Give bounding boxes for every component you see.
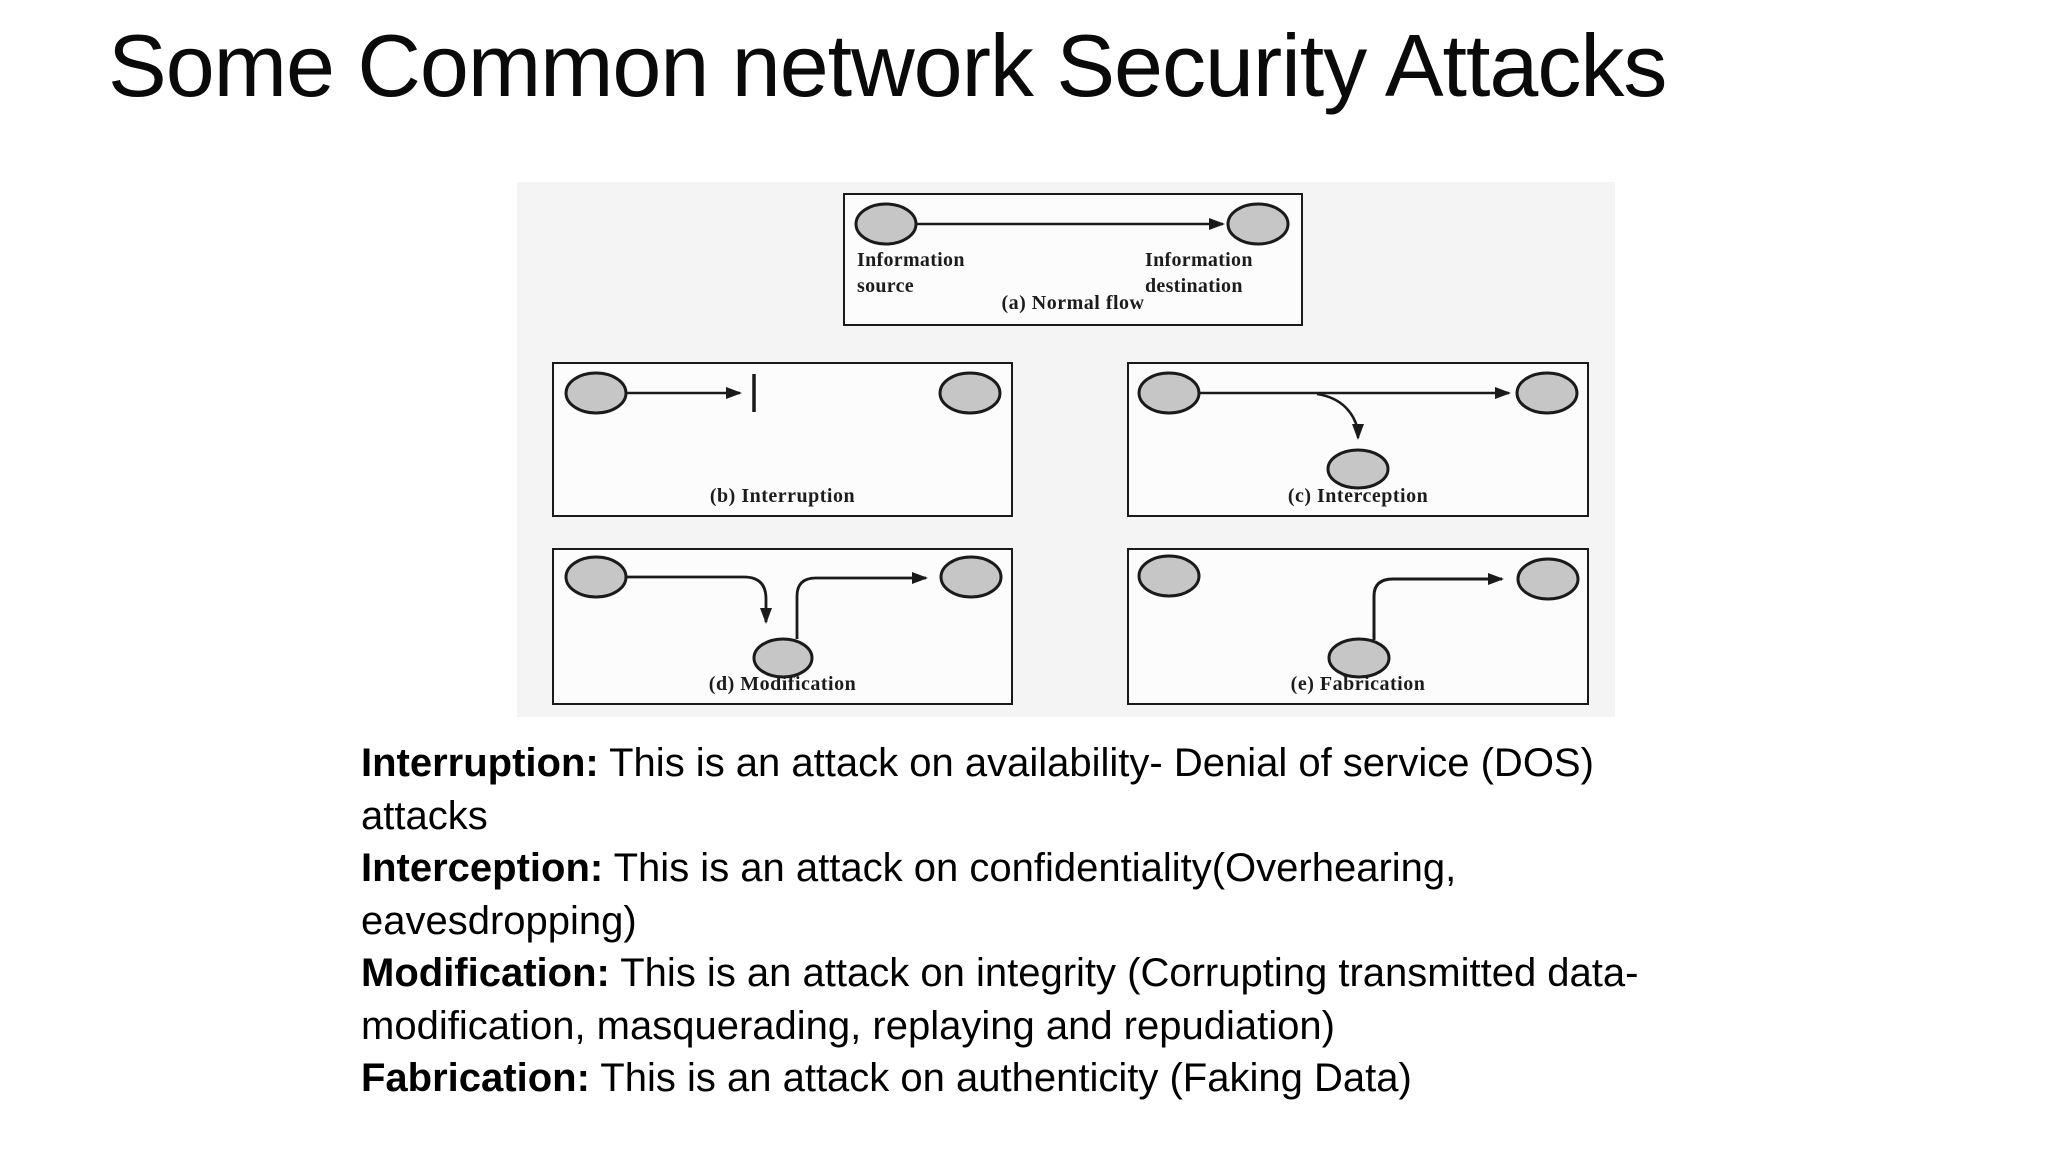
definition-interruption: Interruption: This is an attack on avail… bbox=[361, 737, 1921, 842]
destination-node bbox=[1226, 202, 1290, 246]
source-node bbox=[564, 555, 628, 599]
definition-text-continued: modification, masquerading, replaying an… bbox=[361, 1003, 1335, 1048]
source-node bbox=[1137, 371, 1201, 415]
definition-term: Fabrication: bbox=[361, 1056, 590, 1100]
definition-term: Interruption: bbox=[361, 741, 599, 785]
panel-caption: (e) Fabrication bbox=[1290, 673, 1426, 695]
fabrication-diagram bbox=[1137, 554, 1580, 679]
definition-term: Interception: bbox=[361, 846, 604, 890]
source-node bbox=[1137, 554, 1201, 598]
panel-fabrication: (e) Fabrication bbox=[1127, 548, 1589, 705]
to-attacker-arrow bbox=[627, 575, 772, 624]
definition-term: Modification: bbox=[361, 951, 610, 995]
definition-fabrication: Fabrication: This is an attack on authen… bbox=[361, 1052, 1921, 1105]
source-node bbox=[564, 371, 628, 415]
modification-diagram bbox=[564, 555, 1003, 679]
panel-caption: (c) Interception bbox=[1287, 485, 1429, 507]
definition-modification: Modification: This is an attack on integ… bbox=[361, 947, 1921, 1052]
panel-interruption: (b) Interruption bbox=[552, 362, 1013, 517]
destination-node bbox=[938, 371, 1002, 415]
definition-text-continued: attacks bbox=[361, 793, 488, 838]
destination-node bbox=[939, 555, 1003, 599]
attacker-node bbox=[1327, 637, 1391, 679]
definition-text-continued: eavesdropping) bbox=[361, 898, 637, 943]
figure-image: Information source Information destinati… bbox=[517, 182, 1615, 717]
source-node bbox=[854, 202, 918, 246]
destination-node-label: Information destination bbox=[1145, 249, 1253, 297]
attacker-node bbox=[752, 637, 814, 679]
destination-node bbox=[1516, 557, 1580, 601]
definition-interception: Interception: This is an attack on confi… bbox=[361, 842, 1921, 947]
attacker-node bbox=[1326, 448, 1390, 490]
destination-node bbox=[1515, 371, 1579, 415]
page-title: Some Common network Security Attacks bbox=[108, 16, 1667, 115]
panel-interception: (c) Interception bbox=[1127, 362, 1589, 517]
definition-text: This is an attack on authenticity (Fakin… bbox=[600, 1056, 1412, 1100]
panel-modification: (d) Modification bbox=[552, 548, 1013, 705]
panel-caption: (a) Normal flow bbox=[1001, 292, 1145, 314]
panel-normal-flow: Information source Information destinati… bbox=[843, 193, 1303, 326]
from-attacker-arrow bbox=[795, 572, 928, 639]
panel-caption: (d) Modification bbox=[708, 673, 857, 695]
fabricated-flow-arrow bbox=[1372, 573, 1504, 640]
definition-text: This is an attack on confidentiality(Ove… bbox=[613, 846, 1457, 890]
source-node-label: Information source bbox=[857, 249, 965, 297]
intercept-branch-arrow bbox=[1316, 392, 1364, 440]
interruption-diagram bbox=[564, 371, 1002, 415]
interception-diagram bbox=[1137, 371, 1579, 490]
definition-text: This is an attack on integrity (Corrupti… bbox=[620, 951, 1639, 995]
definition-text: This is an attack on availability- Denia… bbox=[609, 741, 1594, 785]
normal-flow-diagram bbox=[854, 202, 1290, 246]
panel-caption: (b) Interruption bbox=[709, 485, 856, 507]
definitions-block: Interruption: This is an attack on avail… bbox=[361, 737, 1921, 1105]
